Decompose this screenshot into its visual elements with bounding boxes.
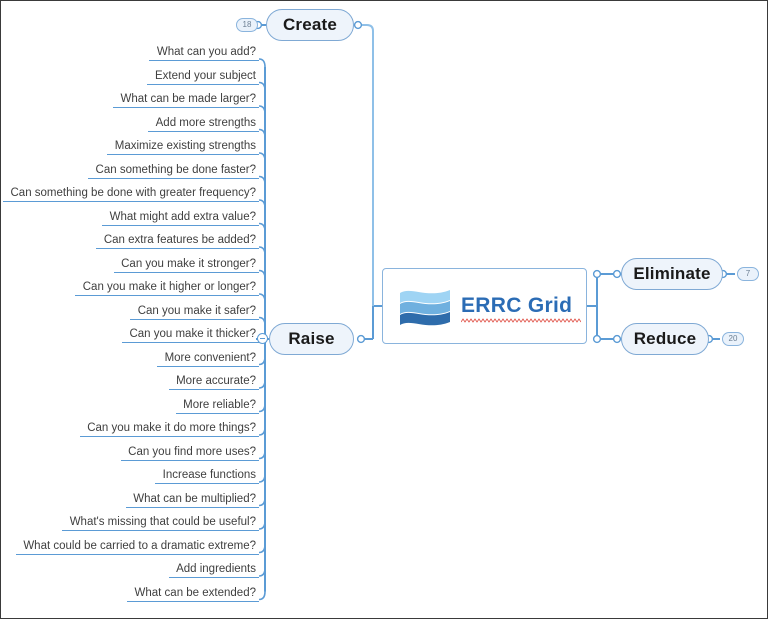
raise-child-label: What's missing that could be useful? bbox=[69, 516, 256, 528]
count-badge-create[interactable]: 18 bbox=[236, 18, 258, 32]
raise-child-item[interactable]: More accurate? bbox=[169, 370, 259, 390]
raise-child-label: What can you add? bbox=[156, 46, 256, 58]
raise-child-item[interactable]: What can be multiplied? bbox=[126, 488, 259, 508]
raise-child-label: Extend your subject bbox=[154, 69, 256, 82]
raise-child-label: Can something be done faster? bbox=[95, 163, 256, 176]
raise-child-item[interactable]: Can something be done with greater frequ… bbox=[3, 182, 259, 202]
raise-child-item[interactable]: More reliable? bbox=[176, 394, 259, 414]
branch-node-eliminate[interactable]: Eliminate bbox=[621, 258, 723, 290]
root-node[interactable]: ERRC Grid bbox=[382, 268, 587, 344]
raise-child-item[interactable]: Can you find more uses? bbox=[121, 441, 259, 461]
branch-label-reduce: Reduce bbox=[633, 329, 697, 348]
branch-label-create: Create bbox=[282, 15, 338, 34]
raise-child-item[interactable]: Add more strengths bbox=[148, 112, 259, 132]
raise-child-item[interactable]: Can you make it higher or longer? bbox=[75, 276, 259, 296]
raise-child-item[interactable]: What can be made larger? bbox=[113, 88, 259, 108]
raise-child-item[interactable]: What can you add? bbox=[149, 41, 259, 61]
raise-child-item[interactable]: Can something be done faster? bbox=[88, 159, 259, 179]
raise-child-item[interactable]: Can you make it safer? bbox=[130, 300, 259, 320]
raise-child-label: Maximize existing strengths bbox=[114, 140, 256, 152]
raise-child-label: Add more strengths bbox=[155, 116, 256, 129]
raise-child-label: Can you make it stronger? bbox=[121, 257, 256, 270]
raise-child-item[interactable]: Increase functions bbox=[155, 464, 259, 484]
raise-child-label: More convenient? bbox=[164, 351, 256, 364]
raise-child-label: What can be multiplied? bbox=[133, 492, 256, 505]
root-label: ERRC Grid bbox=[461, 294, 573, 317]
count-badge-reduce-value: 20 bbox=[728, 334, 738, 343]
raise-child-item[interactable]: What's missing that could be useful? bbox=[62, 511, 259, 531]
raise-child-label: Increase functions bbox=[162, 469, 256, 481]
raise-child-label: Can something be done with greater frequ… bbox=[10, 187, 257, 199]
raise-child-label: Can you make it do more things? bbox=[87, 422, 256, 434]
raise-child-label: Can you make it higher or longer? bbox=[82, 281, 256, 293]
raise-child-label: More reliable? bbox=[183, 398, 256, 411]
raise-child-item[interactable]: What can be extended? bbox=[127, 582, 259, 602]
raise-child-label: What could be carried to a dramatic extr… bbox=[23, 539, 256, 552]
spellcheck-underline bbox=[461, 318, 581, 323]
raise-child-item[interactable]: Can you make it stronger? bbox=[114, 253, 259, 273]
raise-child-item[interactable]: More convenient? bbox=[157, 347, 259, 367]
raise-child-label: Can you find more uses? bbox=[128, 445, 256, 458]
raise-child-label: More accurate? bbox=[176, 375, 256, 387]
collapse-toggle-raise[interactable] bbox=[257, 333, 268, 344]
branch-label-eliminate: Eliminate bbox=[633, 264, 711, 283]
raise-child-item[interactable]: Add ingredients bbox=[169, 558, 259, 578]
raise-child-label: Add ingredients bbox=[176, 563, 256, 575]
raise-child-label: What might add extra value? bbox=[109, 210, 256, 223]
raise-child-item[interactable]: What might add extra value? bbox=[102, 206, 259, 226]
raise-child-item[interactable]: Extend your subject bbox=[147, 65, 259, 85]
branch-node-raise[interactable]: Raise bbox=[269, 323, 354, 355]
raise-child-label: What can be made larger? bbox=[120, 93, 256, 105]
raise-child-label: Can you make it safer? bbox=[137, 304, 256, 317]
count-badge-eliminate-value: 7 bbox=[745, 269, 751, 278]
raise-child-label: Can you make it thicker? bbox=[129, 328, 256, 340]
branch-node-reduce[interactable]: Reduce bbox=[621, 323, 709, 355]
count-badge-create-value: 18 bbox=[242, 20, 252, 29]
raise-child-item[interactable]: What could be carried to a dramatic extr… bbox=[16, 535, 259, 555]
raise-child-item[interactable]: Can extra features be added? bbox=[96, 229, 259, 249]
raise-child-label: Can extra features be added? bbox=[103, 234, 256, 246]
branch-node-create[interactable]: Create bbox=[266, 9, 354, 41]
raise-child-item[interactable]: Maximize existing strengths bbox=[107, 135, 259, 155]
raise-child-item[interactable]: Can you make it do more things? bbox=[80, 417, 259, 437]
count-badge-reduce[interactable]: 20 bbox=[722, 332, 744, 346]
raise-child-label: What can be extended? bbox=[134, 586, 256, 599]
count-badge-eliminate[interactable]: 7 bbox=[737, 267, 759, 281]
branch-label-raise: Raise bbox=[288, 329, 335, 348]
raise-child-item[interactable]: Can you make it thicker? bbox=[122, 323, 259, 343]
wave-flag-icon bbox=[400, 290, 450, 326]
